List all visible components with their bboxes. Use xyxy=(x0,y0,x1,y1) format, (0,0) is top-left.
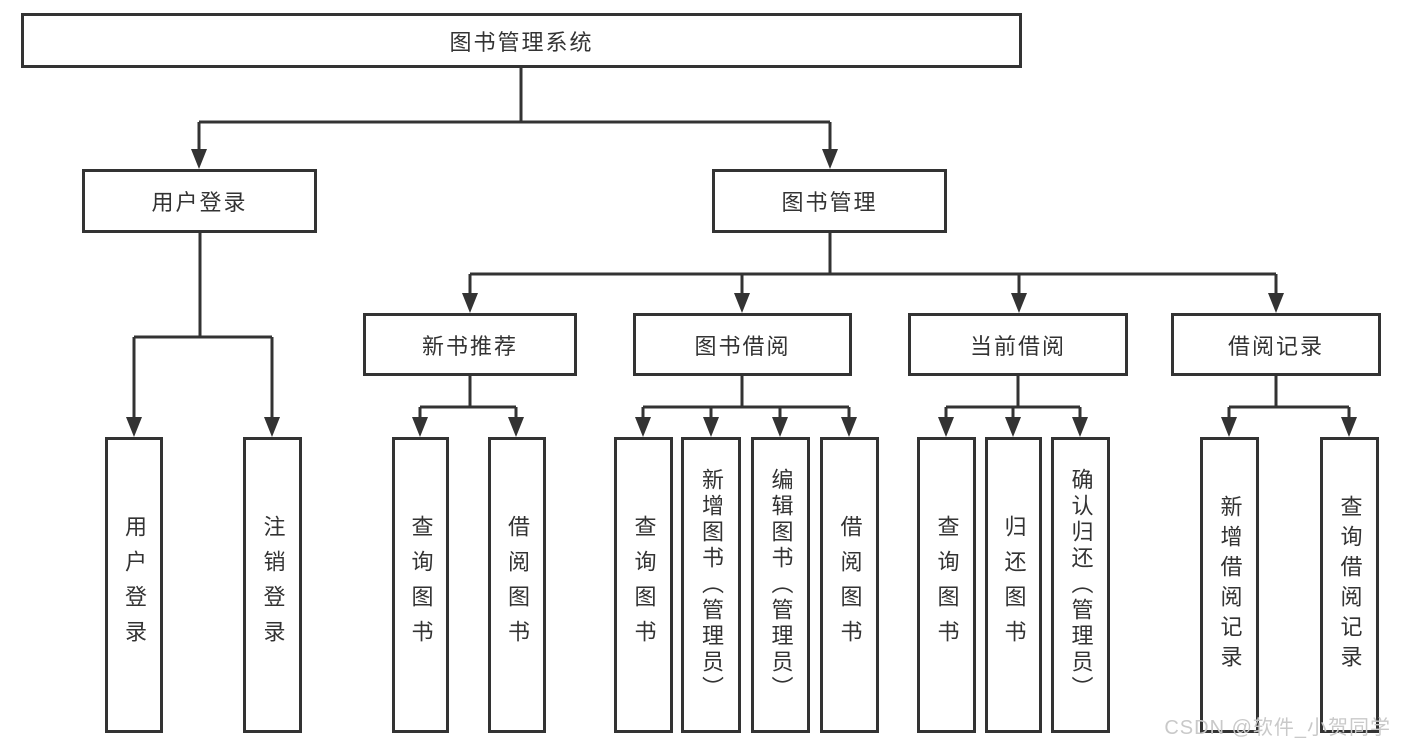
connector-root xyxy=(191,68,838,169)
leaf-query-book-current: 查询图书 xyxy=(917,437,976,733)
leaf-query-book-borrow: 查询图书 xyxy=(614,437,673,733)
arrowhead xyxy=(822,149,838,169)
connector-current-borrow xyxy=(938,376,1088,437)
node-book-borrow: 图书借阅 xyxy=(633,313,852,376)
arrowhead xyxy=(1221,417,1237,437)
node-root-system: 图书管理系统 xyxy=(21,13,1022,68)
leaf-query-borrow-record: 查询借阅记录 xyxy=(1320,437,1379,733)
elbow-line xyxy=(468,233,1278,296)
leaf-user-login: 用户登录 xyxy=(105,437,163,733)
node-current-borrow: 当前借阅 xyxy=(908,313,1128,376)
arrowhead xyxy=(126,417,142,437)
elbow-line xyxy=(944,376,1082,420)
arrowhead xyxy=(635,417,651,437)
arrowhead xyxy=(264,417,280,437)
connector-user-login xyxy=(126,233,280,437)
elbow-line xyxy=(418,376,518,420)
elbow-line xyxy=(132,233,274,420)
leaf-confirm-return-admin: 确认归还（管理员） xyxy=(1051,437,1110,733)
elbow-line xyxy=(641,376,851,420)
node-borrow-records: 借阅记录 xyxy=(1171,313,1381,376)
leaf-borrow-book-recommend: 借阅图书 xyxy=(488,437,546,733)
leaf-query-book-recommend: 查询图书 xyxy=(392,437,449,733)
arrowhead xyxy=(1072,417,1088,437)
arrowhead xyxy=(772,417,788,437)
connector-book-management xyxy=(462,233,1284,313)
leaf-return-book: 归还图书 xyxy=(985,437,1042,733)
node-new-book-recommend: 新书推荐 xyxy=(363,313,577,376)
csdn-watermark: CSDN @软件_小贺同学 xyxy=(1164,717,1391,739)
arrowhead xyxy=(734,293,750,313)
arrowhead xyxy=(462,293,478,313)
arrowhead xyxy=(703,417,719,437)
connector-book-borrow xyxy=(635,376,857,437)
leaf-add-borrow-record: 新增借阅记录 xyxy=(1200,437,1259,733)
leaf-add-book-admin: 新增图书（管理员） xyxy=(681,437,741,733)
leaf-logout: 注销登录 xyxy=(243,437,302,733)
leaf-edit-book-admin: 编辑图书（管理员） xyxy=(751,437,810,733)
arrowhead xyxy=(412,417,428,437)
arrowhead xyxy=(1341,417,1357,437)
connector-borrow-records xyxy=(1221,376,1357,437)
node-book-management: 图书管理 xyxy=(712,169,947,233)
arrowhead xyxy=(938,417,954,437)
leaf-borrow-book: 借阅图书 xyxy=(820,437,879,733)
elbow-line xyxy=(1227,376,1351,420)
elbow-line xyxy=(197,68,832,152)
arrowhead xyxy=(508,417,524,437)
arrowhead xyxy=(1268,293,1284,313)
arrowhead xyxy=(1005,417,1021,437)
arrowhead xyxy=(191,149,207,169)
node-user-login: 用户登录 xyxy=(82,169,317,233)
arrowhead xyxy=(1011,293,1027,313)
connector-new-book-recommend xyxy=(412,376,524,437)
arrowhead xyxy=(841,417,857,437)
